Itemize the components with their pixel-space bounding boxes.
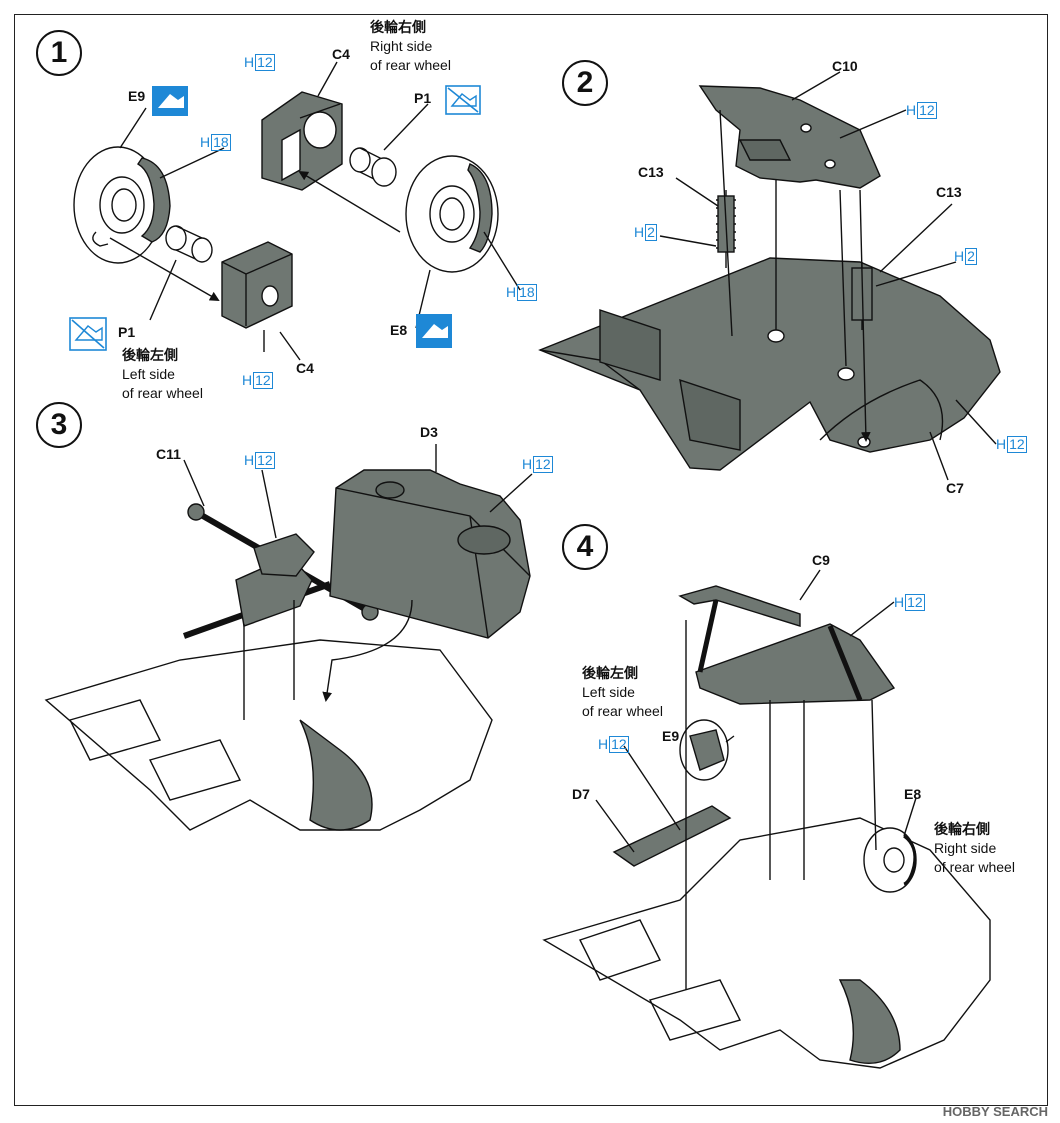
step-number-4: 4 — [562, 524, 608, 570]
caption-en-1: Left side — [582, 684, 635, 700]
paint-number: 12 — [253, 372, 273, 389]
step-number-3: 3 — [36, 402, 82, 448]
part-label-e8: E8 — [390, 322, 408, 338]
part-label-e8: E8 — [904, 786, 922, 802]
no-cement-icon — [69, 317, 107, 351]
caption-en-1: Left side — [122, 366, 175, 382]
paint-prefix: H — [598, 736, 609, 752]
caption-en-1: Right side — [370, 38, 433, 54]
caption-en-2: of rear wheel — [934, 859, 1015, 875]
paint-prefix: H — [242, 372, 253, 388]
c7-chassis — [538, 257, 1001, 471]
caption-jp: 後輪左側 — [582, 665, 638, 681]
part-label-c13: C13 — [936, 184, 962, 200]
paint-prefix: H — [244, 452, 255, 468]
paint-prefix: H — [522, 456, 533, 472]
part-label-e9: E9 — [662, 728, 680, 744]
paint-prefix: H — [200, 134, 211, 150]
step1-left-side-caption: 後輪左側 Left side of rear wheel — [122, 346, 203, 403]
caption-jp: 後輪右側 — [934, 821, 990, 837]
caption-jp: 後輪左側 — [122, 347, 178, 363]
no-cement-icon — [416, 314, 452, 348]
p1-spacer-right — [371, 157, 397, 187]
chassis-outline-step4 — [542, 817, 991, 1069]
e9-brake-caliper — [137, 157, 171, 243]
part-label-c10: C10 — [832, 58, 858, 74]
d7-plate — [612, 805, 732, 867]
step2-drawing — [538, 71, 1001, 481]
paint-prefix: H — [894, 594, 905, 610]
part-label-c4: C4 — [332, 46, 350, 62]
part-label-p1: P1 — [118, 324, 136, 340]
part-label-c7: C7 — [946, 480, 964, 496]
caption-en-2: of rear wheel — [582, 703, 663, 719]
paint-number: 12 — [917, 102, 937, 119]
caption-jp: 後輪右側 — [370, 19, 426, 35]
p1-spacer-left — [191, 237, 213, 263]
c9-brace — [678, 585, 801, 627]
paint-number: 12 — [905, 594, 925, 611]
paint-prefix: H — [954, 248, 965, 264]
paint-prefix: H — [906, 102, 917, 118]
step4-right-side-caption: 後輪右側 Right side of rear wheel — [934, 820, 1015, 877]
paint-prefix: H — [506, 284, 517, 300]
part-label-e9: E9 — [128, 88, 146, 104]
paint-number: 18 — [211, 134, 231, 151]
step-number-1: 1 — [36, 30, 82, 76]
paint-number: 2 — [965, 248, 977, 265]
paint-number: 12 — [533, 456, 553, 473]
no-cement-icon — [445, 85, 481, 115]
chassis-outline-step3 — [44, 639, 493, 831]
paint-number: 2 — [645, 224, 657, 241]
part-label-c4: C4 — [296, 360, 314, 376]
d3-fuel-tank — [329, 469, 531, 639]
watermark: HOBBY SEARCH — [942, 1104, 1048, 1119]
caption-en-2: of rear wheel — [122, 385, 203, 401]
c4-hub-left — [221, 241, 293, 329]
paint-number: 12 — [1007, 436, 1027, 453]
page-border — [14, 14, 1048, 1106]
part-label-p1: P1 — [414, 90, 432, 106]
caption-en-1: Right side — [934, 840, 997, 856]
no-cement-icon — [152, 86, 188, 116]
paint-number: 18 — [517, 284, 537, 301]
step4-left-side-caption: 後輪左側 Left side of rear wheel — [582, 664, 663, 721]
step1-drawing — [73, 61, 521, 361]
step3-drawing — [44, 444, 533, 831]
paint-number: 12 — [255, 452, 275, 469]
paint-prefix: H — [996, 436, 1007, 452]
caption-en-2: of rear wheel — [370, 57, 451, 73]
step4-drawing — [542, 569, 991, 1069]
paint-prefix: H — [634, 224, 645, 240]
step1-right-side-caption: 後輪右側 Right side of rear wheel — [370, 18, 451, 75]
part-label-c11: C11 — [156, 446, 181, 462]
paint-number: 12 — [609, 736, 629, 753]
part-label-c9: C9 — [812, 552, 830, 568]
e8-brake-caliper — [467, 163, 493, 253]
part-label-d7: D7 — [572, 786, 590, 802]
c10-bracket — [698, 85, 881, 189]
paint-number: 12 — [255, 54, 275, 71]
part-label-c13: C13 — [638, 164, 664, 180]
paint-prefix: H — [244, 54, 255, 70]
part-label-d3: D3 — [420, 424, 438, 440]
step-number-2: 2 — [562, 60, 608, 106]
